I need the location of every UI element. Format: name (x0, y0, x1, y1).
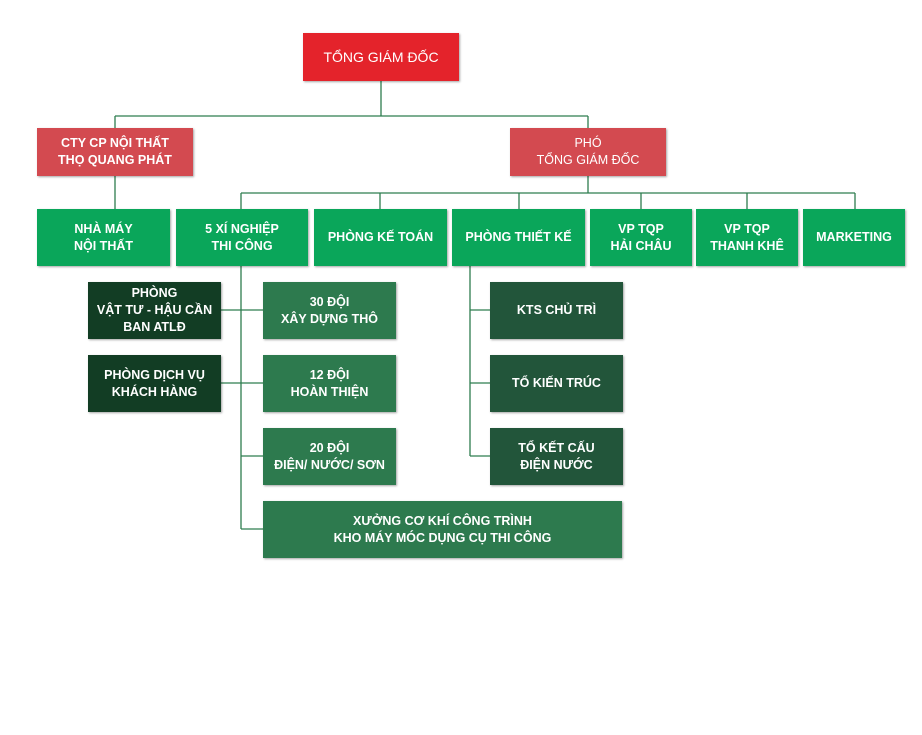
node-arch-team: TỔ KIẾN TRÚC (490, 355, 623, 412)
node-hai-chau: VP TQP HẢI CHÂU (590, 209, 692, 266)
node-company: CTY CP NỘI THẤT THỌ QUANG PHÁT (37, 128, 193, 176)
node-deputy: PHÓ TỔNG GIÁM ĐỐC (510, 128, 666, 176)
node-enterprises: 5 XÍ NGHIỆP THI CÔNG (176, 209, 308, 266)
node-team30: 30 ĐỘI XÂY DỰNG THÔ (263, 282, 396, 339)
node-design: PHÒNG THIẾT KẾ (452, 209, 585, 266)
node-supplies: PHÒNG VẬT TƯ - HẬU CẦN BAN ATLĐ (88, 282, 221, 339)
node-workshop: XƯỞNG CƠ KHÍ CÔNG TRÌNH KHO MÁY MÓC DỤNG… (263, 501, 622, 558)
node-ceo: TỔNG GIÁM ĐỐC (303, 33, 459, 81)
node-team20: 20 ĐỘI ĐIỆN/ NƯỚC/ SƠN (263, 428, 396, 485)
node-accounting: PHÒNG KẾ TOÁN (314, 209, 447, 266)
node-factory: NHÀ MÁY NỘI THẤT (37, 209, 170, 266)
node-architect: KTS CHỦ TRÌ (490, 282, 623, 339)
node-customer-service: PHÒNG DỊCH VỤ KHÁCH HÀNG (88, 355, 221, 412)
node-thanh-khe: VP TQP THANH KHÊ (696, 209, 798, 266)
node-marketing: MARKETING (803, 209, 905, 266)
node-team12: 12 ĐỘI HOÀN THIỆN (263, 355, 396, 412)
node-struct-team: TỔ KẾT CẤU ĐIỆN NƯỚC (490, 428, 623, 485)
